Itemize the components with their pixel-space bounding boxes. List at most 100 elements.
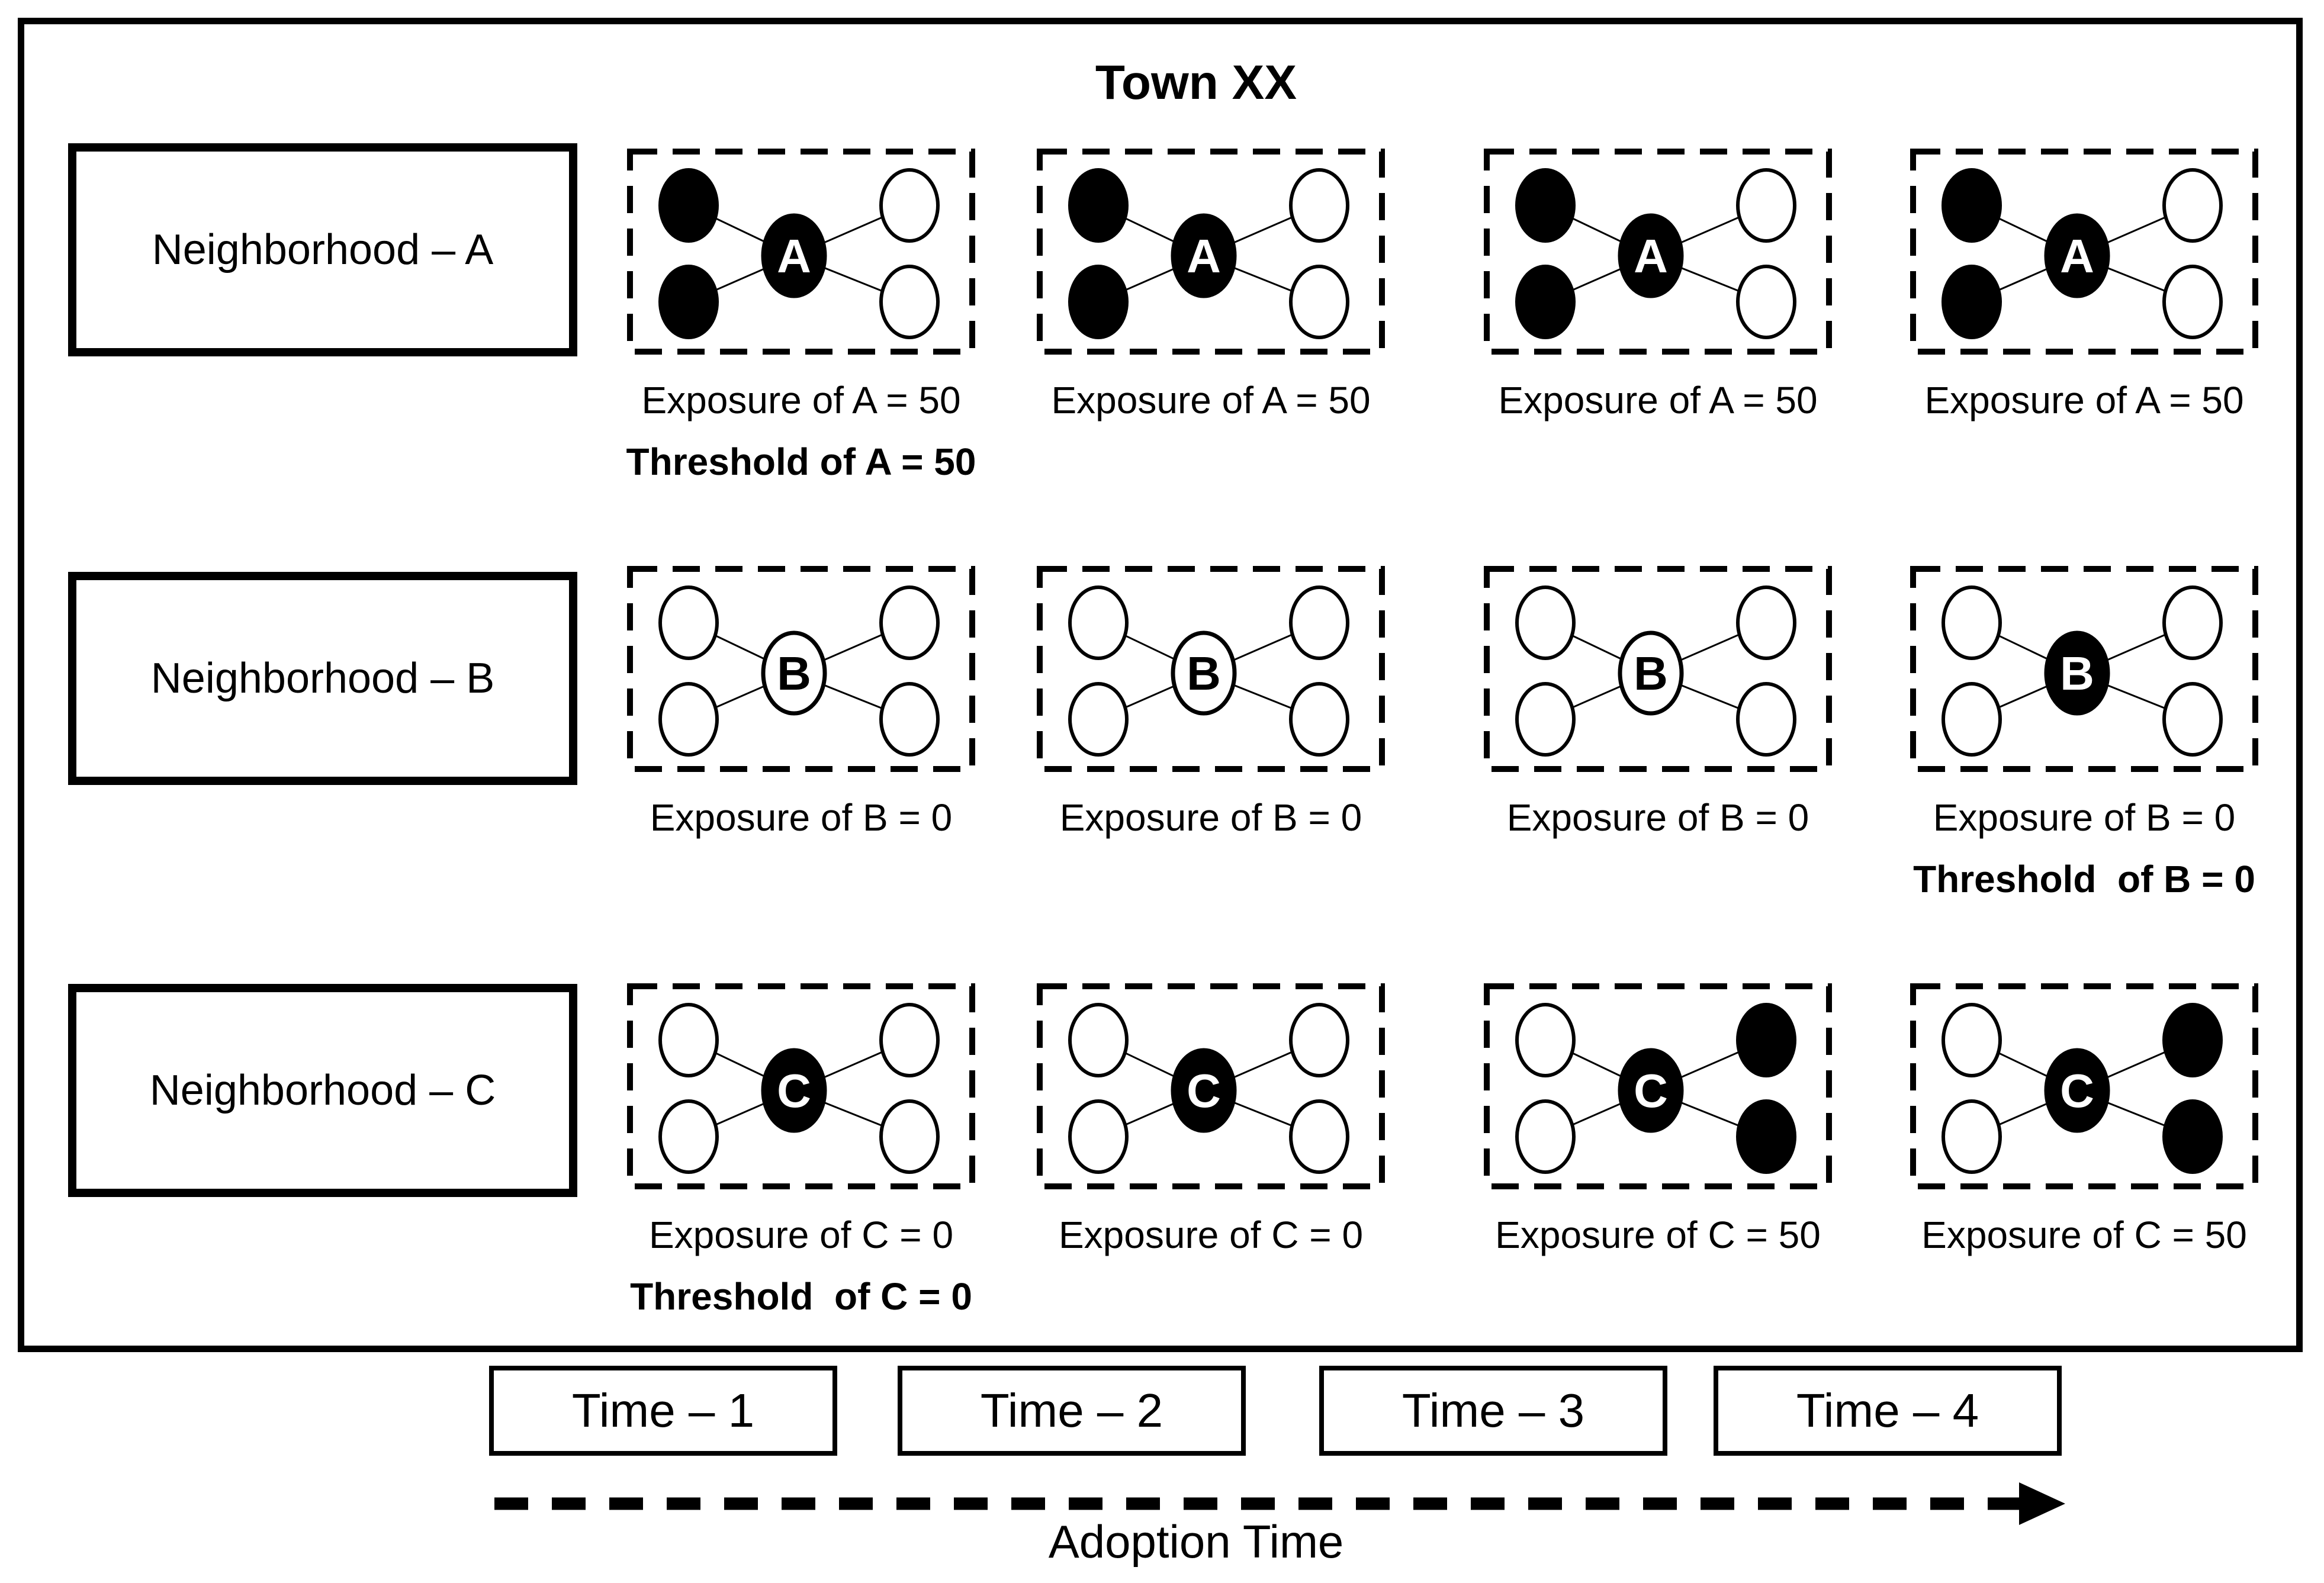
center-node-label: A [1634,230,1668,282]
center-node-label: B [777,647,811,700]
network-cell-b-time-1: B [626,565,976,773]
exposure-label: Exposure of A = 50 [1051,379,1371,422]
neighbor-node-bottom-right [1736,682,1796,757]
neighborhood-label-c: Neighborhood – C [68,984,577,1197]
dashed-frame [1484,149,1832,355]
neighbor-node-top-right [2162,1003,2223,1077]
dashed-frame [1037,149,1385,355]
neighbor-node-bottom-right [879,1099,940,1174]
exposure-label: Exposure of B = 0 [650,796,953,839]
neighborhood-network-svg: A [1037,149,1385,355]
center-node-label: C [1187,1064,1221,1117]
neighbor-node-bottom-right [1289,265,1349,339]
neighbor-node-top-right [1289,1003,1349,1077]
neighbor-node-top-right [879,585,940,660]
neighbor-node-top-left [1068,1003,1129,1077]
arrowhead-icon [2019,1482,2065,1525]
neighbor-node-top-left [1515,585,1576,660]
dashed-frame [627,149,975,355]
exposure-label: Exposure of A = 50 [1924,379,2244,422]
town-title: Town XX [1095,56,1297,110]
neighbor-node-bottom-left [1068,682,1129,757]
network-cell-b-time-3: B [1483,565,1833,773]
neighborhood-network-svg: B [1484,566,1832,772]
neighbor-node-bottom-left [658,682,719,757]
threshold-label: Threshold of C = 0 [630,1275,972,1318]
neighbor-node-bottom-right [879,682,940,757]
neighbor-node-top-right [1289,168,1349,243]
network-cell-c-time-2: C [1036,983,1386,1190]
neighbor-node-top-left [658,1003,719,1077]
neighbor-node-bottom-left [1068,265,1129,339]
exposure-label: Exposure of A = 50 [1498,379,1818,422]
center-node [2044,630,2110,716]
exposure-label: Exposure of C = 50 [1495,1214,1821,1256]
dashed-frame [1484,983,1832,1189]
neighbor-node-top-left [1942,585,2002,660]
neighborhood-network-svg: B [1910,566,2258,772]
network-cell-b-time-4: B [1910,565,2259,773]
dashed-frame [1910,566,2258,772]
neighborhood-network-svg: A [1484,149,1832,355]
neighbor-node-bottom-left [658,1099,719,1174]
center-node-label: A [2060,230,2094,282]
neighbor-node-top-right [879,1003,940,1077]
network-cell-a-time-1: A [626,148,976,355]
exposure-label: Exposure of C = 0 [648,1214,954,1256]
neighborhood-network-svg: C [1037,983,1385,1189]
neighbor-node-bottom-left [1515,1099,1576,1174]
center-node-label: B [1634,647,1668,700]
center-node [1618,213,1684,298]
threshold-label: Threshold of B = 0 [1913,858,2255,900]
time-box-4: Time – 4 [1714,1366,2062,1456]
center-node-label: B [2060,647,2094,700]
neighbor-node-bottom-right [2162,265,2223,339]
dashed-frame [1484,566,1832,772]
center-node [761,630,827,716]
center-node [761,213,827,298]
center-node-label: C [1634,1064,1668,1117]
adoption-time-axis [494,1482,2065,1525]
time-box-1: Time – 1 [489,1366,837,1456]
exposure-label: Exposure of B = 0 [1933,796,2236,839]
neighbor-node-top-left [1068,168,1129,243]
center-node [2044,213,2110,298]
neighbor-node-bottom-left [1942,265,2002,339]
neighbor-node-bottom-right [879,265,940,339]
neighbor-node-bottom-left [1942,682,2002,757]
neighbor-node-top-left [658,168,719,243]
dashed-frame [627,566,975,772]
neighbor-node-top-right [1289,585,1349,660]
dashed-frame [1910,983,2258,1189]
neighbor-node-top-left [1515,168,1576,243]
center-node [1171,1048,1237,1133]
neighbor-node-bottom-right [2162,682,2223,757]
neighborhood-network-svg: B [627,566,975,772]
neighbor-node-bottom-right [1289,1099,1349,1174]
network-cell-c-time-4: C [1910,983,2259,1190]
neighborhood-label-a: Neighborhood – A [68,143,577,356]
center-node [1618,630,1684,716]
network-cell-c-time-3: C [1483,983,1833,1190]
neighbor-node-bottom-right [1736,1099,1796,1174]
exposure-label: Exposure of A = 50 [641,379,961,422]
neighbor-node-bottom-right [1736,265,1796,339]
neighbor-node-top-right [2162,168,2223,243]
dashed-frame [627,983,975,1189]
center-node [2044,1048,2110,1133]
neighbor-node-top-left [1942,1003,2002,1077]
exposure-label: Exposure of C = 0 [1058,1214,1364,1256]
threshold-label: Threshold of A = 50 [626,440,976,483]
neighbor-node-top-right [879,168,940,243]
center-node-label: A [777,230,811,282]
dashed-frame [1037,983,1385,1189]
neighborhood-label-b: Neighborhood – B [68,572,577,785]
neighborhood-network-svg: C [627,983,975,1189]
network-cell-a-time-3: A [1483,148,1833,355]
network-cell-a-time-2: A [1036,148,1386,355]
neighbor-node-bottom-left [1515,682,1576,757]
dashed-frame [1910,149,2258,355]
network-cell-c-time-1: C [626,983,976,1190]
adoption-time-label: Adoption Time [1048,1516,1344,1568]
